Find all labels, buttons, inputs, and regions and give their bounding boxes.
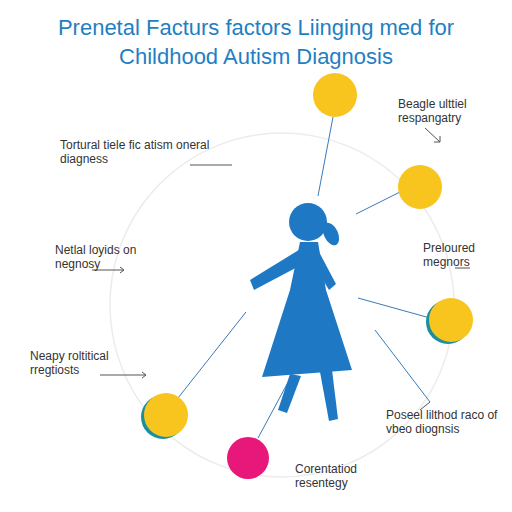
factor-label: Poseel lilthod raco of vbeo diognsis xyxy=(386,408,504,436)
factor-label: Netlal loyids on negnosy xyxy=(55,243,165,271)
factor-label: Corentatiod resentegy xyxy=(295,462,405,490)
factor-label: Preloured megnors xyxy=(423,241,508,269)
factor-label: Beagle ulttiel respangatry xyxy=(398,97,503,125)
leader-lines xyxy=(178,117,430,438)
title: Prenetal Facturs factors Liinging med fo… xyxy=(16,13,496,71)
child-silhouette xyxy=(250,203,352,421)
arrows xyxy=(92,128,470,410)
factor-label: Neapy roltitical rregtiosts xyxy=(30,349,150,377)
factor-label: Tortural tiele fic atism oneral diagness xyxy=(60,138,210,166)
